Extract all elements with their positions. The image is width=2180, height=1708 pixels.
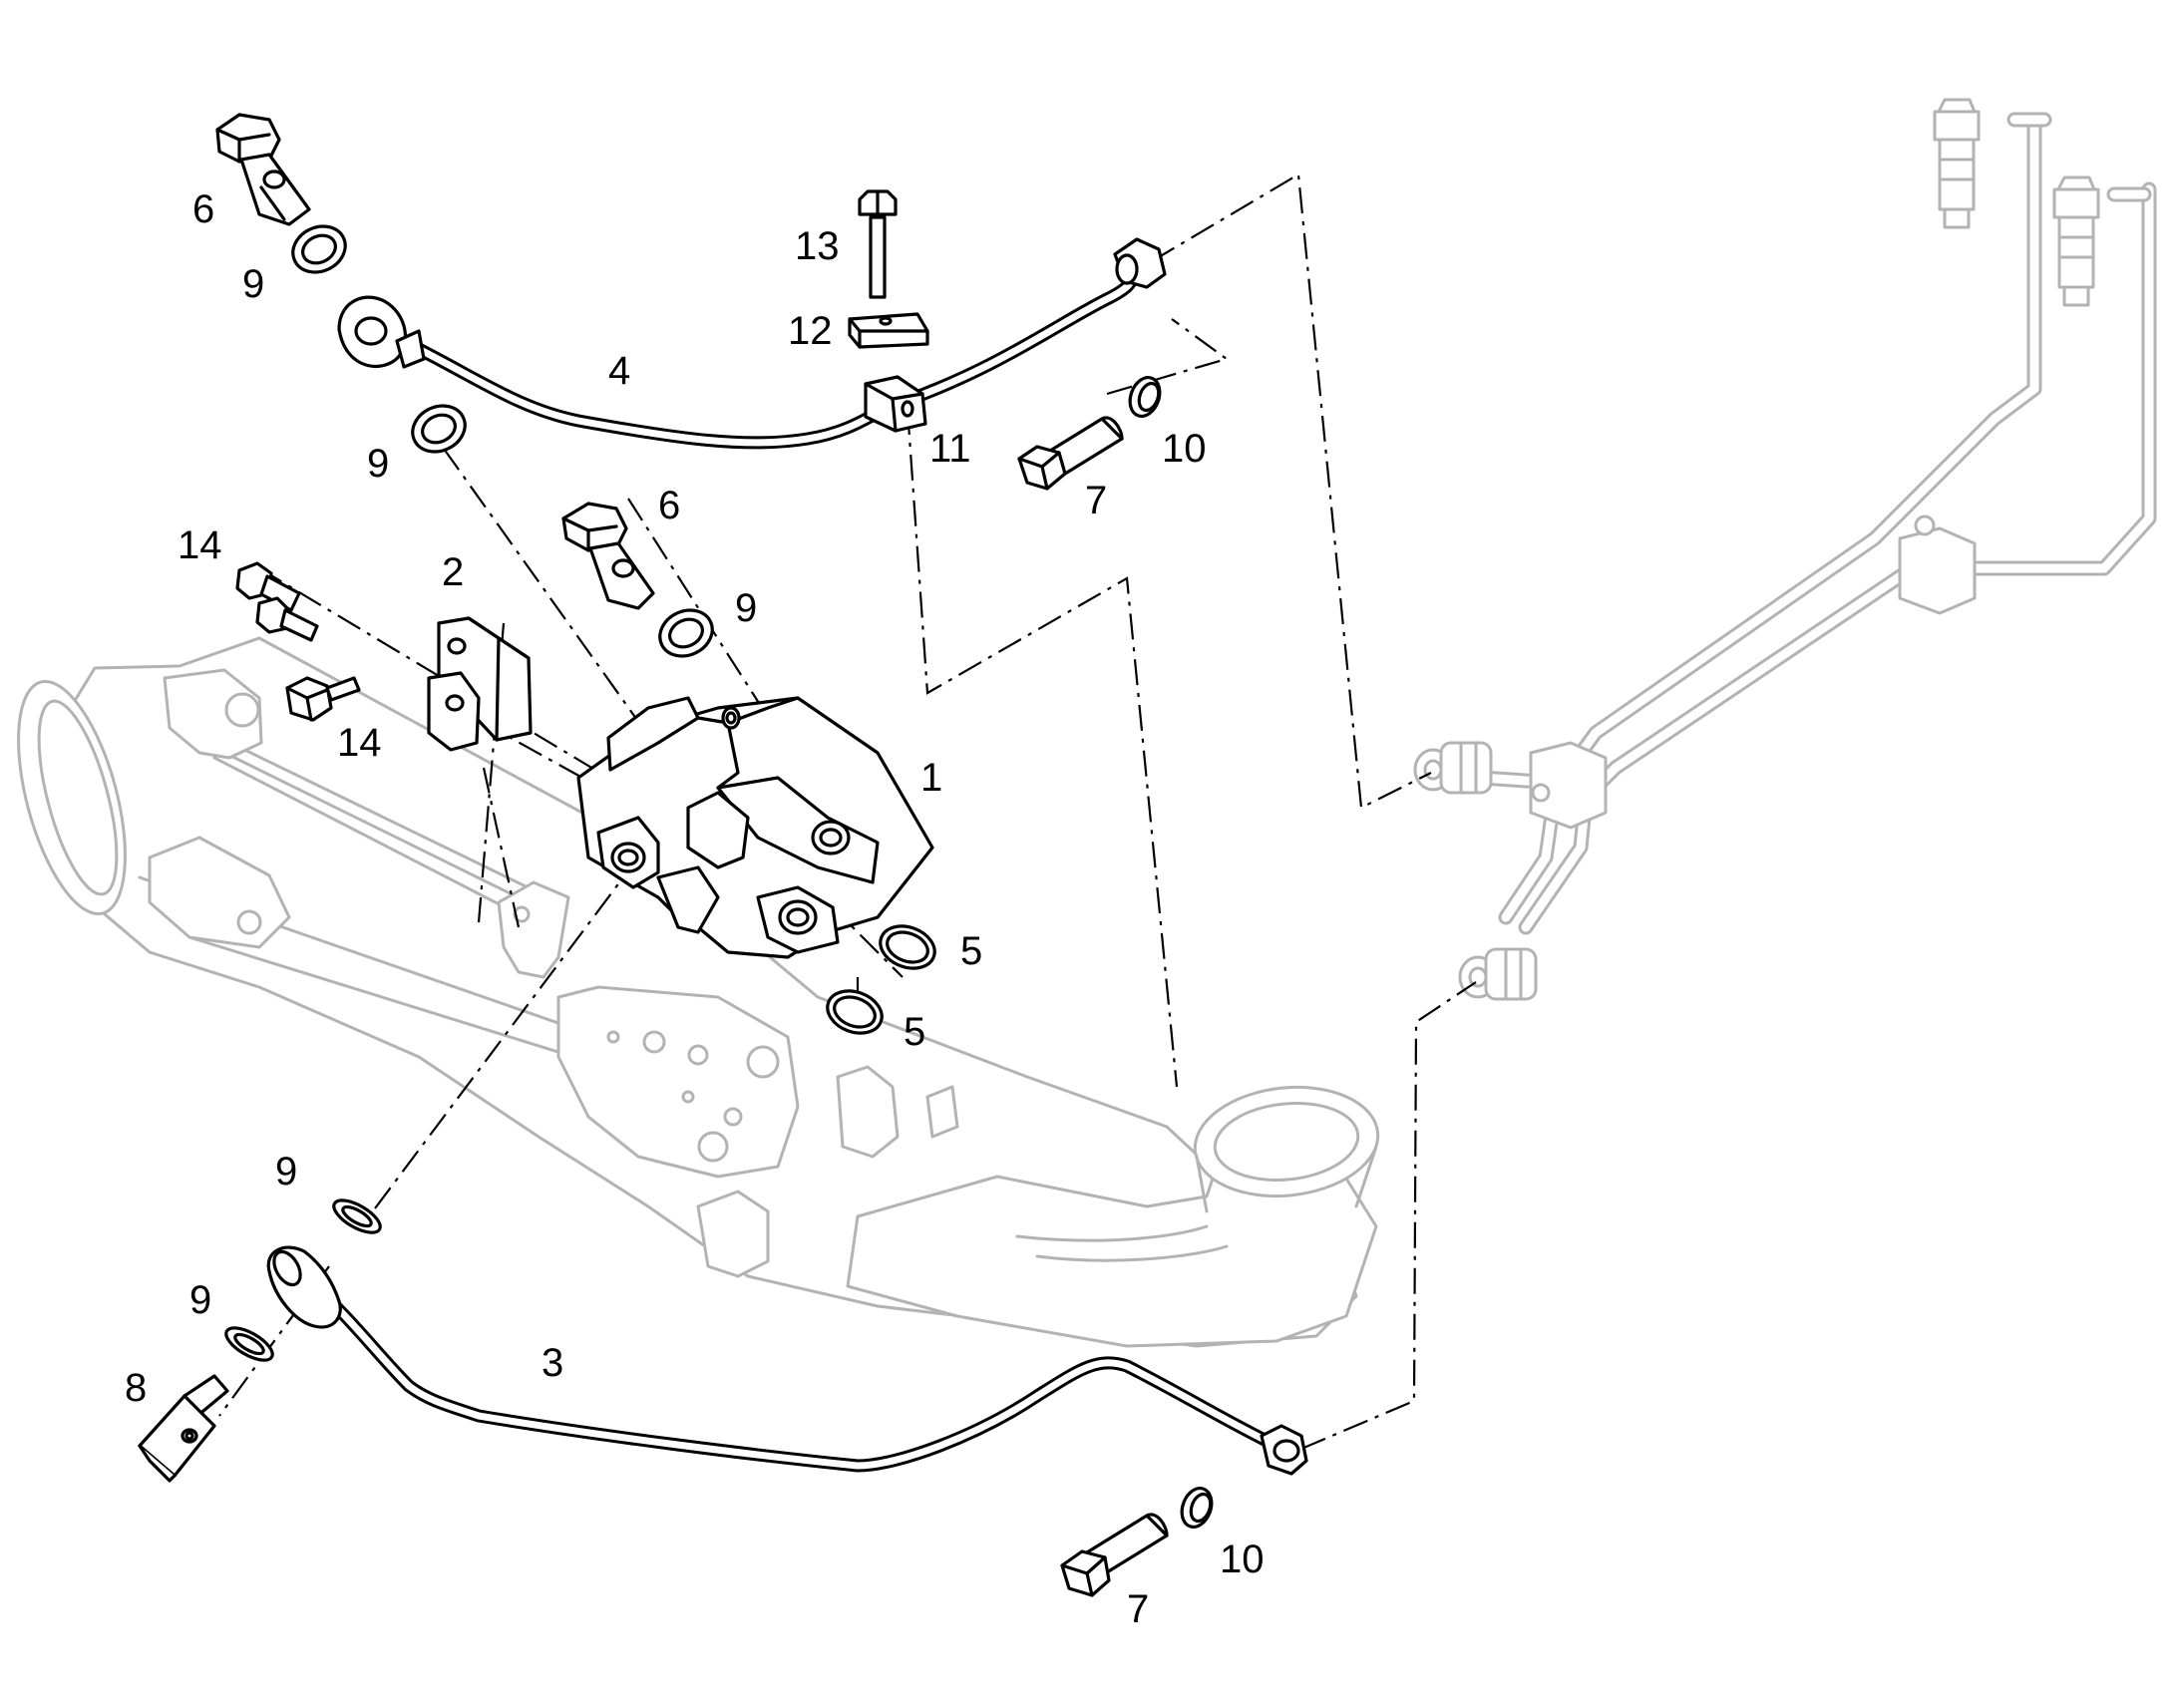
callout-8: 8 <box>125 1366 147 1410</box>
callout-1: 1 <box>920 756 942 800</box>
bolt-14-upper <box>235 561 319 642</box>
washer-5-a <box>879 924 936 970</box>
washer-5-b <box>826 989 884 1035</box>
pipe-4 <box>337 237 1167 450</box>
clamp-11 <box>864 375 927 433</box>
callout-9-lower-b: 9 <box>189 1278 211 1322</box>
washer-9-d <box>332 1198 382 1234</box>
spacer-12 <box>848 312 929 349</box>
bracket-2 <box>427 616 533 752</box>
background-fuel-lines <box>1413 98 2157 1001</box>
hollow-screw-8 <box>138 1374 229 1483</box>
callout-14-upper: 14 <box>178 523 222 567</box>
background-housing <box>17 636 1380 1348</box>
callout-11: 11 <box>929 427 971 471</box>
bolt-14-lower <box>285 676 361 722</box>
callout-5-upper: 5 <box>960 929 982 973</box>
callout-9-middle: 9 <box>735 586 757 630</box>
banjo-bolt-6-middle <box>561 502 655 610</box>
callout-labels: 1 2 3 4 5 5 6 6 7 7 8 9 9 9 9 9 10 10 11… <box>125 187 1265 1631</box>
leader-lines <box>218 172 1477 1451</box>
callout-14-lower: 14 <box>337 721 382 765</box>
callout-6-upper: 6 <box>192 187 214 231</box>
pipe-3 <box>266 1245 1308 1476</box>
callout-5-lower: 5 <box>904 1010 925 1054</box>
callout-10-upper: 10 <box>1162 427 1207 471</box>
bolt-7-upper <box>1017 416 1124 491</box>
banjo-bolt-6-upper <box>215 113 311 226</box>
block-1 <box>576 696 934 959</box>
bolt-13 <box>858 189 898 299</box>
washer-9-a <box>291 224 347 274</box>
bolt-7-lower <box>1060 1513 1169 1597</box>
washer-9-e <box>224 1326 274 1362</box>
washer-10-lower <box>1180 1487 1214 1529</box>
callout-6-middle: 6 <box>658 484 680 527</box>
callout-7-lower: 7 <box>1127 1587 1149 1631</box>
washer-9-c <box>658 608 714 658</box>
callout-7-upper: 7 <box>1085 479 1107 522</box>
callout-9-left: 9 <box>367 442 389 486</box>
callout-3: 3 <box>542 1341 563 1385</box>
callout-12: 12 <box>788 309 833 353</box>
callout-13: 13 <box>795 224 840 268</box>
callout-9-lower-a: 9 <box>275 1150 297 1194</box>
washer-10-upper <box>1128 376 1162 418</box>
washer-9-b <box>411 404 467 454</box>
callout-4: 4 <box>608 349 630 393</box>
callout-9-upper: 9 <box>242 262 264 306</box>
callout-10-lower: 10 <box>1220 1537 1265 1581</box>
callout-2: 2 <box>442 550 464 594</box>
